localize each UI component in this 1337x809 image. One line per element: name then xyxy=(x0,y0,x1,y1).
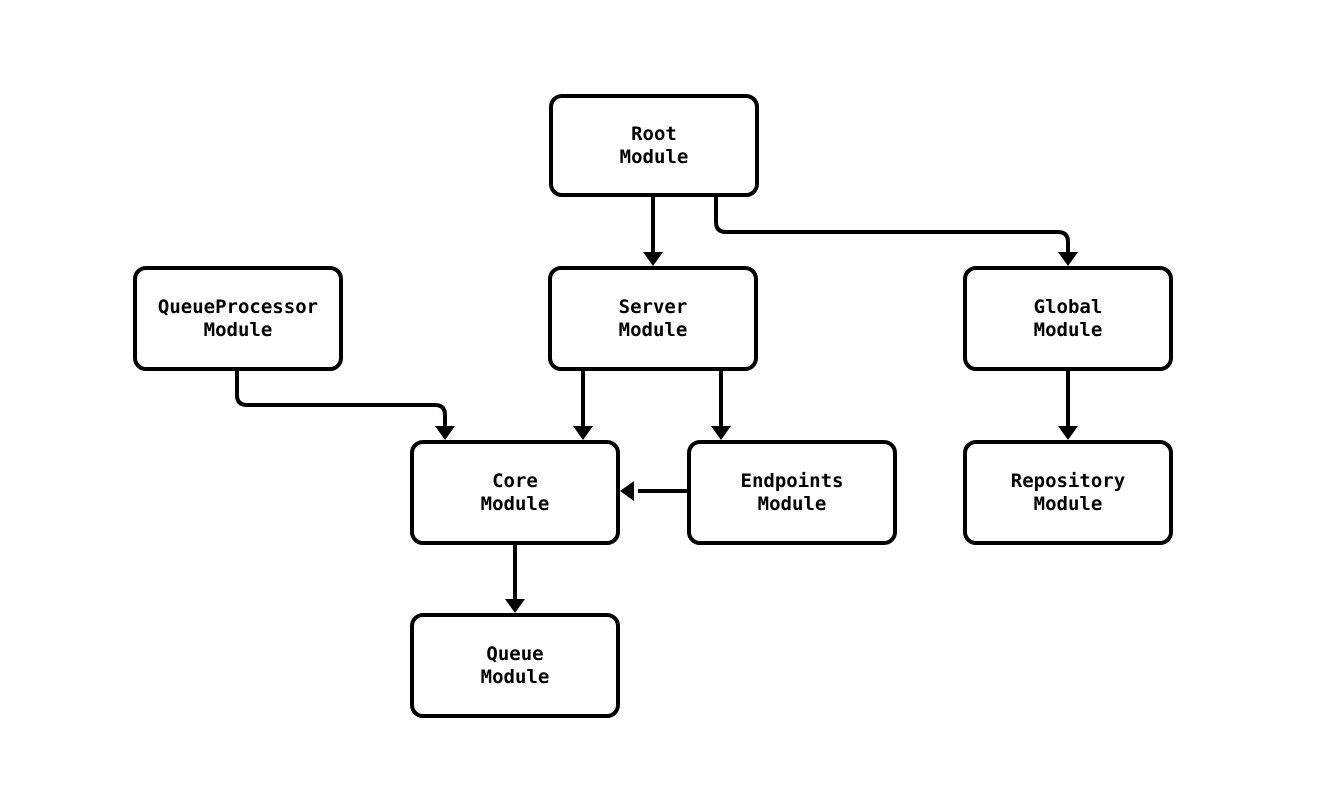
node-queueprocessor-label-line1: QueueProcessor xyxy=(157,295,319,318)
node-repository-label-line2: Module xyxy=(1033,492,1103,515)
edge-queueprocessor-to-core xyxy=(235,371,447,431)
node-root-label-line1: Root xyxy=(631,122,677,145)
node-repository-label-line1: Repository xyxy=(1010,469,1126,492)
node-core-label-line2: Module xyxy=(480,492,550,515)
arrowhead-root-to-server xyxy=(643,252,663,266)
node-endpoints-label-line2: Module xyxy=(757,492,827,515)
arrowhead-server-to-core xyxy=(573,426,593,440)
arrowhead-core-to-queue xyxy=(505,599,525,613)
arrowhead-global-to-repository xyxy=(1058,426,1078,440)
node-global[interactable]: Global Module xyxy=(963,266,1173,371)
node-global-label-line2: Module xyxy=(1033,318,1103,341)
arrowhead-endpoints-to-core xyxy=(620,481,634,501)
node-root-label-line2: Module xyxy=(619,145,689,168)
node-endpoints-label-line1: Endpoints xyxy=(740,469,844,492)
arrowhead-server-to-endpoints xyxy=(711,426,731,440)
arrowhead-queueprocessor-to-core xyxy=(435,426,455,440)
arrowhead-root-to-global xyxy=(1058,252,1078,266)
node-queueprocessor[interactable]: QueueProcessor Module xyxy=(133,266,343,371)
node-endpoints[interactable]: Endpoints Module xyxy=(687,440,897,545)
node-queue[interactable]: Queue Module xyxy=(410,613,620,718)
node-global-label-line1: Global xyxy=(1033,295,1103,318)
node-queue-label-line1: Queue xyxy=(486,642,544,665)
edge-root-to-global xyxy=(714,197,1070,257)
node-repository[interactable]: Repository Module xyxy=(963,440,1173,545)
node-server-label-line1: Server xyxy=(618,295,688,318)
node-root[interactable]: Root Module xyxy=(549,94,759,197)
node-server[interactable]: Server Module xyxy=(548,266,758,371)
node-server-label-line2: Module xyxy=(618,318,688,341)
node-core[interactable]: Core Module xyxy=(410,440,620,545)
node-queueprocessor-label-line2: Module xyxy=(203,318,273,341)
node-core-label-line1: Core xyxy=(492,469,538,492)
node-queue-label-line2: Module xyxy=(480,665,550,688)
